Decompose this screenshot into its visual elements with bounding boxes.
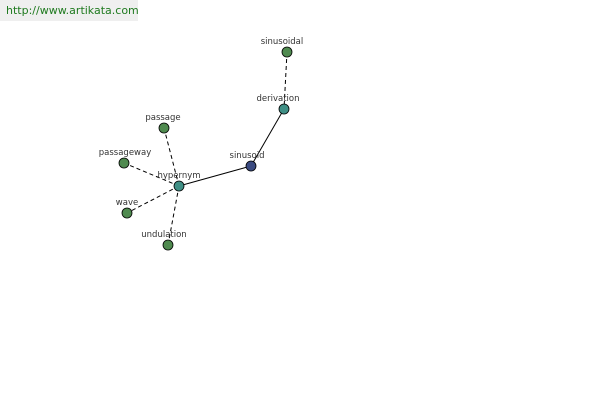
node-label-sinusoidal: sinusoidal (261, 37, 304, 47)
edge-hypernym-passage (163, 127, 180, 187)
node-label-wave: wave (116, 198, 138, 208)
node-sinusoidal[interactable]: sinusoidal (261, 37, 304, 58)
graph-edges (123, 51, 288, 246)
site-url-watermark: http://www.artikata.com (0, 0, 139, 21)
node-label-derivation: derivation (256, 94, 299, 104)
node-passage[interactable]: passage (145, 113, 181, 134)
node-dot-hypernym[interactable] (173, 180, 185, 192)
node-undulation[interactable]: undulation (141, 230, 187, 251)
node-label-passage: passage (145, 113, 180, 123)
edge-sinusoid-hypernym (178, 165, 252, 187)
node-dot-wave[interactable] (121, 207, 133, 219)
node-dot-sinusoidal[interactable] (281, 46, 293, 58)
node-hypernym[interactable]: hypernym (157, 171, 201, 192)
node-derivation[interactable]: derivation (256, 94, 300, 115)
node-dot-passage[interactable] (158, 122, 170, 134)
node-dot-sinusoid[interactable] (245, 160, 257, 172)
edge-hypernym-undulation (167, 185, 180, 246)
node-sinusoid[interactable]: sinusoid (230, 151, 265, 172)
node-label-undulation: undulation (141, 230, 186, 240)
node-wave[interactable]: wave (116, 198, 138, 219)
node-label-sinusoid: sinusoid (230, 151, 265, 161)
node-dot-passageway[interactable] (118, 157, 130, 169)
node-dot-undulation[interactable] (162, 239, 174, 251)
edge-hypernym-wave (126, 185, 180, 214)
node-passageway[interactable]: passageway (99, 148, 152, 169)
node-dot-derivation[interactable] (278, 103, 290, 115)
edge-derivation-sinusoid (250, 108, 285, 167)
graph-nodes: sinusoidal derivation sinusoid hypernym pass… (99, 37, 304, 251)
node-label-hypernym: hypernym (157, 171, 200, 181)
edge-hypernym-passageway (123, 162, 180, 187)
node-label-passageway: passageway (99, 148, 152, 158)
edge-sinusoidal-derivation (283, 51, 288, 110)
